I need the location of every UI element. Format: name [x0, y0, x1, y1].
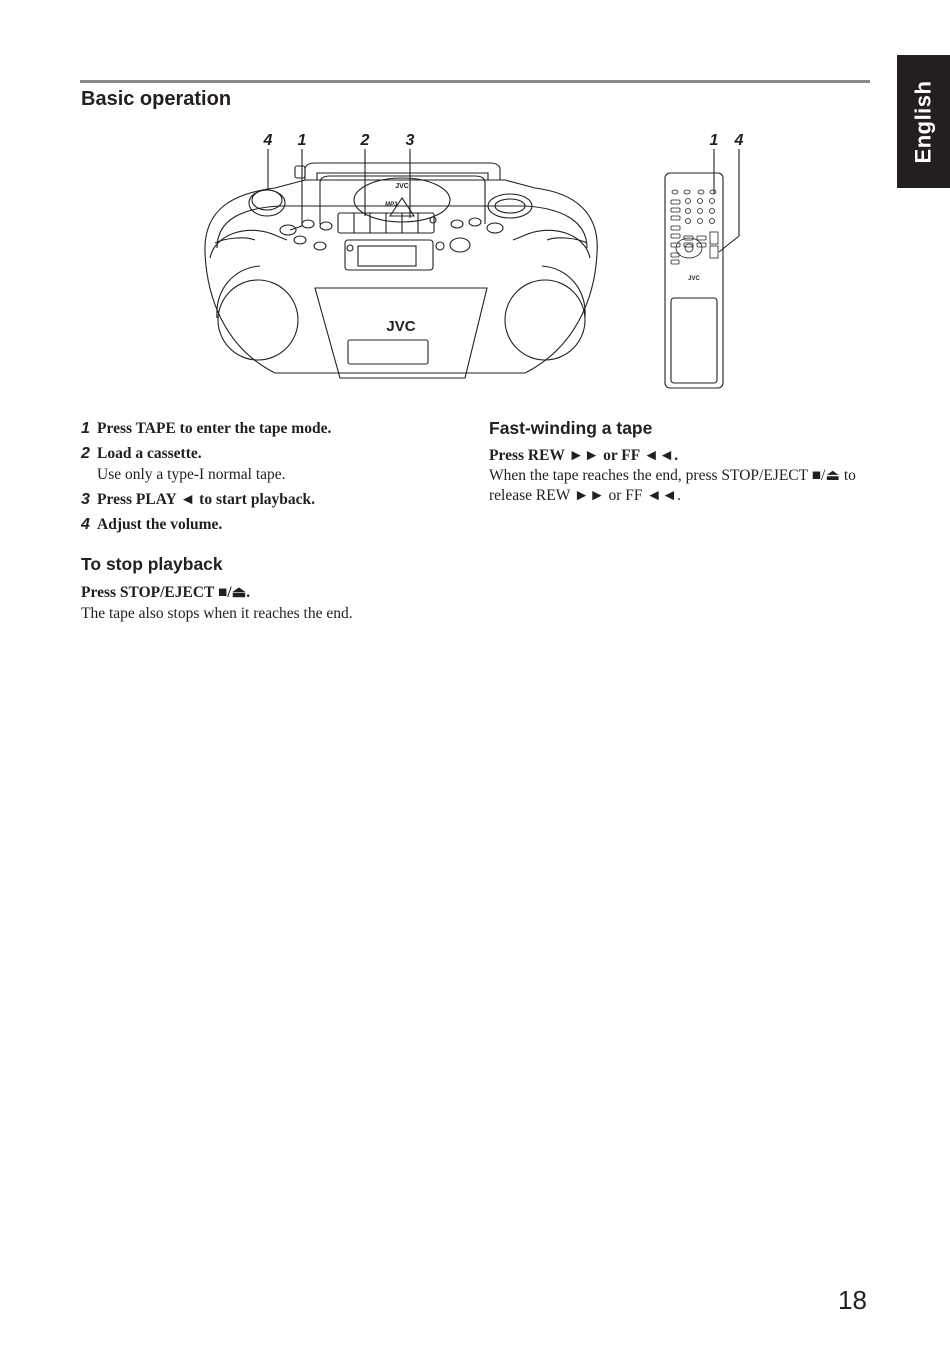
fast-wind-instruction: Press REW ►► or FF ◄◄. — [489, 447, 679, 464]
mp3-logo: MP3 — [385, 202, 398, 208]
step-number: 4 — [81, 516, 90, 533]
callout-number: 1 — [710, 132, 719, 149]
step-number: 1 — [81, 420, 90, 437]
header-rule — [80, 80, 870, 83]
step-text: Press PLAY ◄ to start playback. — [97, 491, 315, 508]
stop-instruction: Press STOP/EJECT ■/⏏. — [81, 584, 251, 601]
step-item: 3 Press PLAY ◄ to start playback. — [81, 489, 471, 510]
step-number: 3 — [81, 491, 90, 508]
boombox-body — [204, 179, 598, 374]
stop-body: Press STOP/EJECT ■/⏏. The tape also stop… — [81, 582, 471, 624]
callout-number: 2 — [360, 132, 370, 149]
device-illustration: JVC MP3 JVC — [204, 132, 744, 389]
step-number: 2 — [81, 445, 90, 462]
section-title: Basic operation — [81, 88, 232, 110]
fast-wind-body: Press REW ►► or FF ◄◄. When the tape rea… — [489, 446, 874, 506]
step-text: Load a cassette. — [97, 445, 202, 462]
step-item: 1 Press TAPE to enter the tape mode. — [81, 418, 471, 439]
boombox-brand: JVC — [386, 318, 415, 335]
step-text: Adjust the volume. — [97, 516, 223, 533]
step-item: 2 Load a cassette. Use only a type-I nor… — [81, 443, 471, 485]
language-tab-label: English — [910, 80, 936, 163]
left-speaker — [217, 279, 299, 361]
callout-number: 3 — [406, 132, 415, 149]
fast-wind-heading: Fast-winding a tape — [489, 418, 653, 438]
step-item: 4 Adjust the volume. — [81, 514, 471, 535]
stop-heading: To stop playback — [81, 554, 223, 574]
steps-list: 1 Press TAPE to enter the tape mode. 2 L… — [81, 418, 471, 539]
step-note: Use only a type-I normal tape. — [97, 466, 286, 483]
language-tab: English — [897, 55, 950, 188]
right-speaker — [504, 279, 586, 361]
callout-number: 1 — [298, 132, 307, 149]
remote-brand: JVC — [688, 276, 700, 282]
callout-number: 4 — [263, 132, 273, 149]
step-text: Press TAPE to enter the tape mode. — [97, 420, 332, 437]
remote-control — [664, 172, 724, 389]
cd-lid-brand: JVC — [395, 183, 409, 190]
callout-number: 4 — [734, 132, 744, 149]
page-number: 18 — [838, 1285, 867, 1315]
fast-wind-text: When the tape reaches the end, press STO… — [489, 467, 856, 504]
stop-note: The tape also stops when it reaches the … — [81, 605, 353, 622]
tuning-dial — [487, 193, 533, 219]
